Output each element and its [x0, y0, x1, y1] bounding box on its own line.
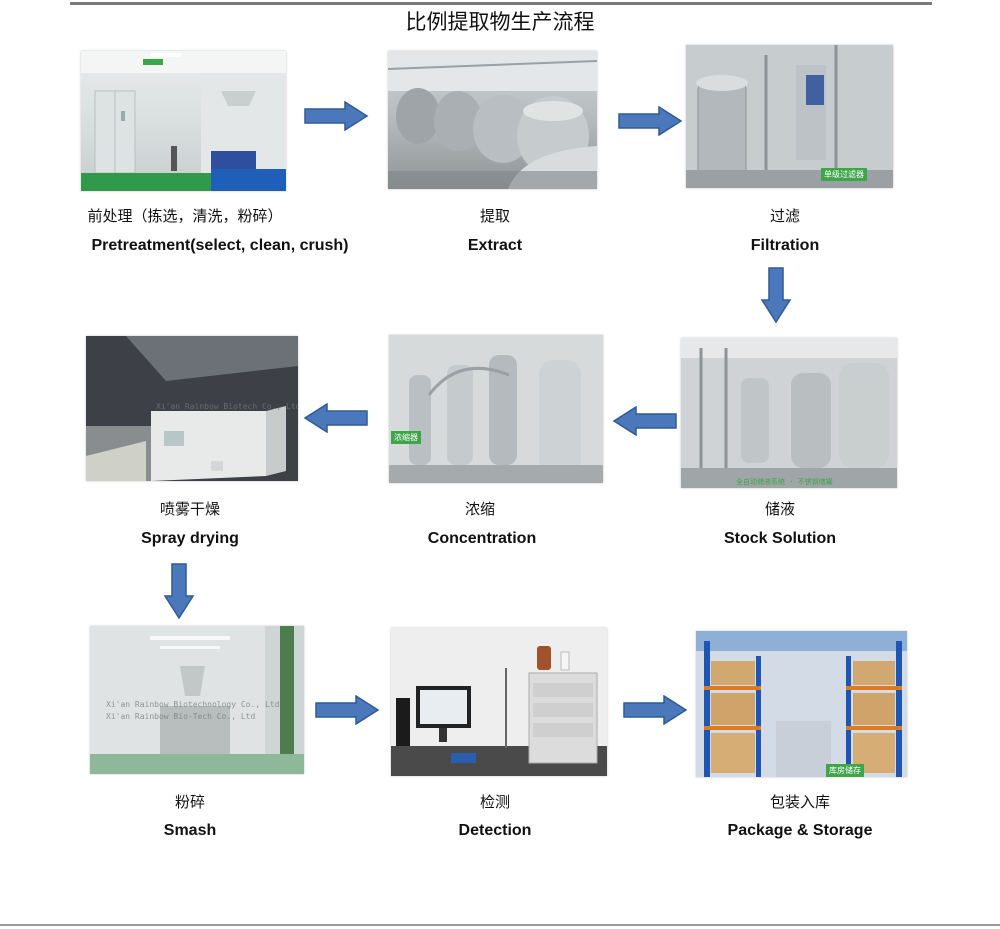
- concentration-photo-tag: 浓缩器: [391, 431, 421, 444]
- spray-dryer-illustration: [86, 336, 298, 481]
- smash-label-cn: 粉碎: [174, 793, 205, 811]
- concentration-photo: 浓缩器: [389, 335, 603, 483]
- smash-watermark-1: Xi'an Rainbow Biotechnology Co., Ltd: [106, 700, 280, 709]
- spray-drying-label-en: Spray drying: [141, 530, 239, 547]
- filtration-label-en: Filtration: [750, 237, 820, 254]
- detection-label-en: Detection: [458, 822, 532, 839]
- detection-label-cn: 检测: [479, 793, 510, 811]
- smash-watermark-2: Xi'an Rainbow Bio-Tech Co., Ltd: [106, 712, 256, 721]
- clean-room-illustration: [81, 51, 286, 191]
- concentration-label-cn: 浓缩: [464, 500, 495, 518]
- filtration-photo-tag: 单级过滤器: [821, 168, 867, 181]
- spray-drying-photo: Xi'an Rainbow Biotech Co., Ltd: [86, 336, 298, 481]
- pretreatment-photo: [81, 51, 286, 191]
- extraction-tanks-illustration: [388, 51, 597, 189]
- arrow-right-3: [315, 695, 380, 725]
- lab-hplc-illustration: [391, 628, 607, 776]
- detection-photo: [391, 628, 607, 776]
- storage-label-cn: 包装入库: [769, 793, 830, 811]
- grinder-room-illustration: [90, 626, 304, 774]
- filter-tanks-illustration: [686, 45, 893, 188]
- extract-label-en: Extract: [467, 237, 523, 254]
- arrow-down-2: [163, 563, 195, 620]
- spray-drying-label-cn: 喷雾干燥: [159, 500, 220, 518]
- arrow-left-1: [303, 403, 368, 433]
- storage-photo: 库房储存: [696, 631, 907, 777]
- arrow-down-1: [760, 267, 792, 324]
- storage-photo-tag: 库房储存: [826, 764, 864, 777]
- arrow-right-1: [304, 101, 369, 131]
- bottom-rule: [0, 924, 1000, 926]
- stock-solution-label-cn: 储液: [764, 500, 795, 518]
- stock-solution-tag: 全自动储液系统 · 不锈钢储罐: [736, 478, 833, 486]
- extract-label-cn: 提取: [479, 207, 510, 225]
- top-rule: [70, 2, 932, 5]
- spray-drying-watermark: Xi'an Rainbow Biotech Co., Ltd: [156, 402, 298, 411]
- storage-label-en: Package & Storage: [727, 822, 873, 839]
- arrow-right-4: [623, 695, 688, 725]
- extract-photo: [388, 51, 597, 189]
- concentrator-illustration: [389, 335, 603, 483]
- pretreatment-label-cn: 前处理（拣选，清洗，粉碎）: [87, 207, 283, 225]
- storage-tanks-illustration: [681, 338, 897, 488]
- stock-solution-label-en: Stock Solution: [724, 530, 836, 547]
- filtration-photo: 单级过滤器: [686, 45, 893, 188]
- smash-photo: Xi'an Rainbow Biotechnology Co., Ltd Xi'…: [90, 626, 304, 774]
- concentration-label-en: Concentration: [427, 530, 537, 547]
- arrow-right-2: [618, 106, 683, 136]
- smash-label-en: Smash: [163, 822, 217, 839]
- pretreatment-label-en: Pretreatment(select, clean, crush): [91, 237, 349, 254]
- filtration-label-cn: 过滤: [769, 207, 800, 225]
- stock-solution-photo: 全自动储液系统 · 不锈钢储罐: [681, 338, 897, 488]
- page-title: 比例提取物生产流程: [405, 10, 595, 34]
- arrow-left-2: [612, 406, 677, 436]
- warehouse-shelves-illustration: [696, 631, 907, 777]
